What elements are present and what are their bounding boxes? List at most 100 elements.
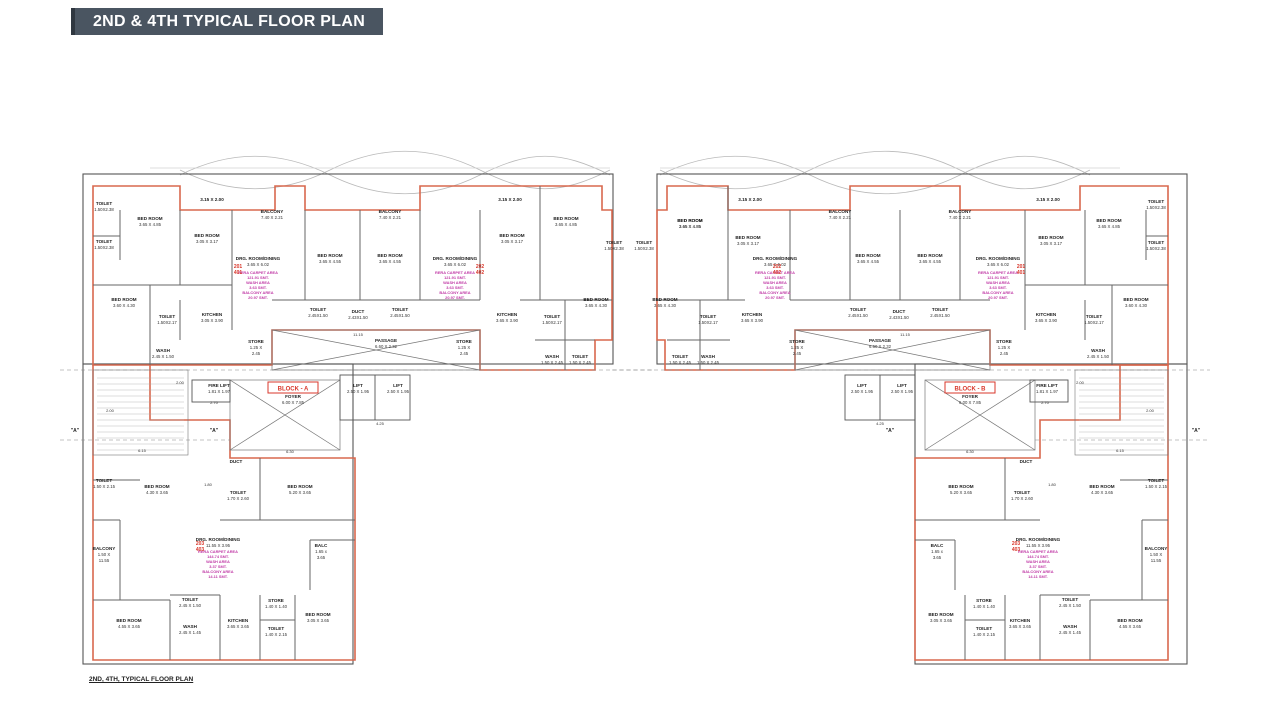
dimension-label: 2.70 xyxy=(1041,400,1050,405)
room-label-line: TOILET xyxy=(672,354,688,359)
room-label-line: 1.50 X 2.45 xyxy=(541,360,564,365)
room-label-line: 1.40 X 2.15 xyxy=(973,632,996,637)
area-note-line: 3.63 SMT. xyxy=(989,285,1007,290)
room-label-line: KITCHEN xyxy=(1036,312,1057,317)
area-note-line: 121.91 SMT. xyxy=(444,275,466,280)
room-label-line: TOILET xyxy=(268,626,284,631)
area-note-line: BALCONY AREA xyxy=(759,290,790,295)
room-label-line: 1.25 X xyxy=(458,345,471,350)
section-marker: "A" xyxy=(210,428,219,434)
area-note-line: 20.97 SMT. xyxy=(248,295,268,300)
area-note-line: BALCONY AREA xyxy=(1022,569,1053,574)
area-note-line: 20.97 SMT. xyxy=(765,295,785,300)
room-label-line: 2.45 X 1.45 xyxy=(179,630,202,635)
room-label-line: 2.45 xyxy=(793,351,802,356)
dimension-label: 6.30 xyxy=(966,449,975,454)
area-note-line: 121.91 SMT. xyxy=(764,275,786,280)
area-note-line: BALCONY AREA xyxy=(439,290,470,295)
room-label-line: TOILET xyxy=(310,307,326,312)
block-a-label-box xyxy=(267,381,319,394)
room-label-line: 1.25 X xyxy=(998,345,1011,350)
section-marker: "A" xyxy=(71,428,80,434)
room-label-line: TOILET xyxy=(636,240,652,245)
dimension-label: 1.80 xyxy=(204,482,213,487)
room-label-line: KITCHEN xyxy=(497,312,518,317)
area-note-line: 3.63 SMT. xyxy=(446,285,464,290)
room-label-line: 2.45X1.50 xyxy=(848,313,868,318)
room-label-line: 3.65 X 3.65 xyxy=(1009,624,1032,629)
room-label-line: 3.15 X 2.00 xyxy=(738,197,762,202)
room-label-line: 3.65 X 4.30 xyxy=(654,303,677,308)
room-label-line: DRG. ROOM/DINING xyxy=(236,256,281,261)
room-label-line: 4.30 X 3.65 xyxy=(1091,490,1114,495)
interior-walls xyxy=(93,186,1168,660)
section-marker: "A" xyxy=(886,428,895,434)
room-label-line: KITCHEN xyxy=(742,312,763,317)
room-label-line: 3.05 X 3.17 xyxy=(737,241,760,246)
room-label-line: BALCONY xyxy=(93,546,116,551)
area-note-line: 121.91 SMT. xyxy=(247,275,269,280)
roof-canopy-waves xyxy=(150,150,1120,195)
room-label-line: 2.45 xyxy=(460,351,469,356)
room-label-line: 7.40 X 2.21 xyxy=(949,215,972,220)
dimension-label: 2.00 xyxy=(106,408,115,413)
room-label-line: 6.00 X 7.85 xyxy=(282,400,305,405)
room-label-line: BED ROOM xyxy=(111,297,136,302)
room-label-line: 6.60 X 2.32 xyxy=(375,344,398,349)
dimension-label: 2.00 xyxy=(1146,408,1155,413)
block-b-label-box xyxy=(944,381,996,394)
area-note-line: WASH AREA xyxy=(763,280,787,285)
room-label-line: 2.50 X 1.95 xyxy=(347,389,370,394)
room-label-line: 1.50X2.17 xyxy=(542,320,562,325)
room-label-line: FIRE LIFT xyxy=(208,383,230,388)
room-label-line: 3.05 X 3.90 xyxy=(201,318,224,323)
room-label-line: 3.15 X 2.00 xyxy=(200,197,224,202)
room-label-line: LIFT xyxy=(353,383,363,388)
room-label-line: 1.40 X 2.15 xyxy=(265,632,288,637)
room-label-line: 3.65 X 3.90 xyxy=(741,318,764,323)
room-label-line: BED ROOM xyxy=(499,233,524,238)
unit-number-line: 403 xyxy=(1012,547,1021,553)
room-label-line: 5.20 X 3.65 xyxy=(950,490,973,495)
room-label-line: TOILET xyxy=(1086,314,1102,319)
area-note-line: RERA CARPET AREA xyxy=(238,270,278,275)
room-label-line: TOILET xyxy=(182,597,198,602)
room-label-line: WASH xyxy=(156,348,170,353)
room-label-line: 1.50X2.17 xyxy=(157,320,177,325)
room-label-line: BALCONY xyxy=(1145,546,1168,551)
area-note-line: RERA CARPET AREA xyxy=(755,270,795,275)
room-label-line: 3.65 xyxy=(933,555,942,560)
room-label-line: TOILET xyxy=(700,314,716,319)
room-label-line: 1.50X2.38 xyxy=(94,245,114,250)
room-label-line: 7.40 X 2.21 xyxy=(379,215,402,220)
room-label-line: KITCHEN xyxy=(202,312,223,317)
room-label-b-dim-top1: 3.15 X 2.00 xyxy=(1036,197,1060,202)
room-label-line: 1.70 X 2.60 xyxy=(227,496,250,501)
room-label-line: 4.55 X 3.65 xyxy=(118,624,141,629)
room-label-line: 2.45 X 1.50 xyxy=(1059,603,1082,608)
room-label-line: 3.65 X 3.90 xyxy=(1035,318,1058,323)
room-label-line: 3.05 X 3.65 xyxy=(307,618,330,623)
room-label-line: WASH xyxy=(545,354,559,359)
room-label-line: 2.45 X 1.50 xyxy=(1087,354,1110,359)
room-label-line: 1.50X2.17 xyxy=(698,320,718,325)
area-note-line: 3.37 SMT. xyxy=(1029,564,1047,569)
unit-number-line: 202 xyxy=(773,264,782,270)
room-label-line: 3.65 X 4.55 xyxy=(857,259,880,264)
room-label-line: 3.65 X 6.02 xyxy=(444,262,467,267)
